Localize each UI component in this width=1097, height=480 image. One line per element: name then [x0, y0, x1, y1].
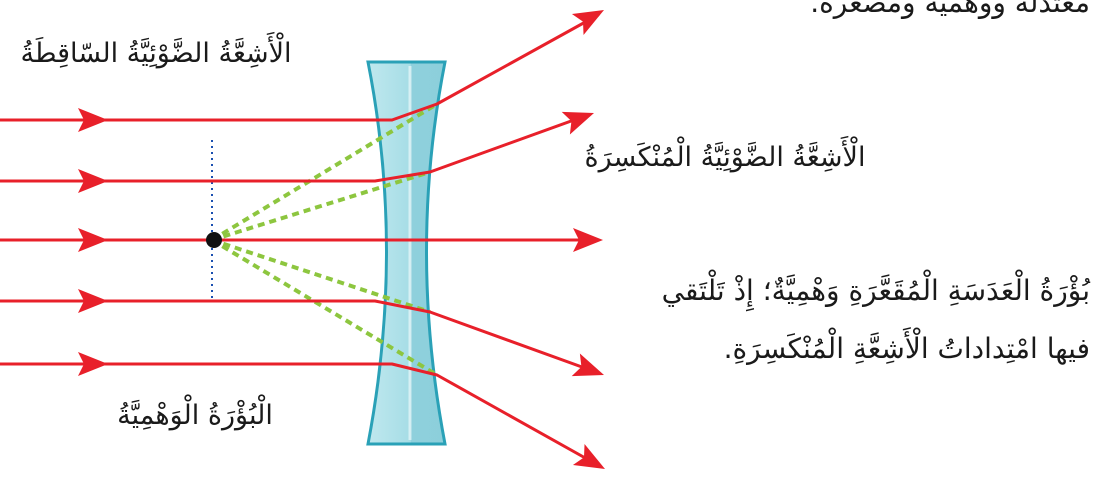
- arrowhead: [571, 353, 604, 377]
- top-partial-text: معتدلة ووهمية ومصغرة.: [810, 0, 1090, 19]
- arrowhead: [572, 443, 605, 469]
- caption-line-2: فيها امْتِداداتُ الْأَشِعَّةِ الْمُنْكَس…: [723, 332, 1090, 365]
- arrowhead: [571, 10, 604, 36]
- caption-line-1: بُؤْرَةُ الْعَدَسَةِ الْمُقَعَّرَةِ وَهْ…: [661, 274, 1090, 307]
- arrowhead: [561, 111, 594, 135]
- ray-extensions: [210, 102, 439, 377]
- virtual-focus-label: الْبُؤْرَةُ الْوَهْمِيَّةُ: [117, 400, 273, 431]
- caption: بُؤْرَةُ الْعَدَسَةِ الْمُقَعَّرَةِ وَهْ…: [610, 262, 1090, 378]
- incident-rays-label: الْأَشِعَّةُ الضَّوْئِيَّةُ السّاقِطَةُ: [20, 38, 292, 69]
- ray-1: [0, 13, 600, 122]
- virtual-focal-point: [206, 232, 222, 248]
- refracted-arrowheads: [561, 10, 605, 469]
- ray-2: [0, 114, 587, 183]
- ray-4: [0, 299, 595, 373]
- arrowhead: [78, 228, 108, 252]
- arrowhead: [78, 289, 108, 313]
- extension-1: [210, 102, 439, 242]
- ray-5: [0, 362, 598, 466]
- light-rays: [0, 13, 600, 466]
- extension-2: [211, 170, 431, 242]
- extension-5: [210, 238, 439, 377]
- arrowhead: [573, 228, 603, 252]
- refracted-rays-label: الْأَشِعَّةُ الضَّوْئِيَّةُ الْمُنْكَسِر…: [584, 142, 866, 173]
- arrowhead: [78, 108, 108, 132]
- incident-arrowheads: [78, 108, 108, 376]
- arrowhead: [78, 169, 108, 193]
- extension-4: [211, 238, 431, 314]
- arrowhead: [78, 352, 108, 376]
